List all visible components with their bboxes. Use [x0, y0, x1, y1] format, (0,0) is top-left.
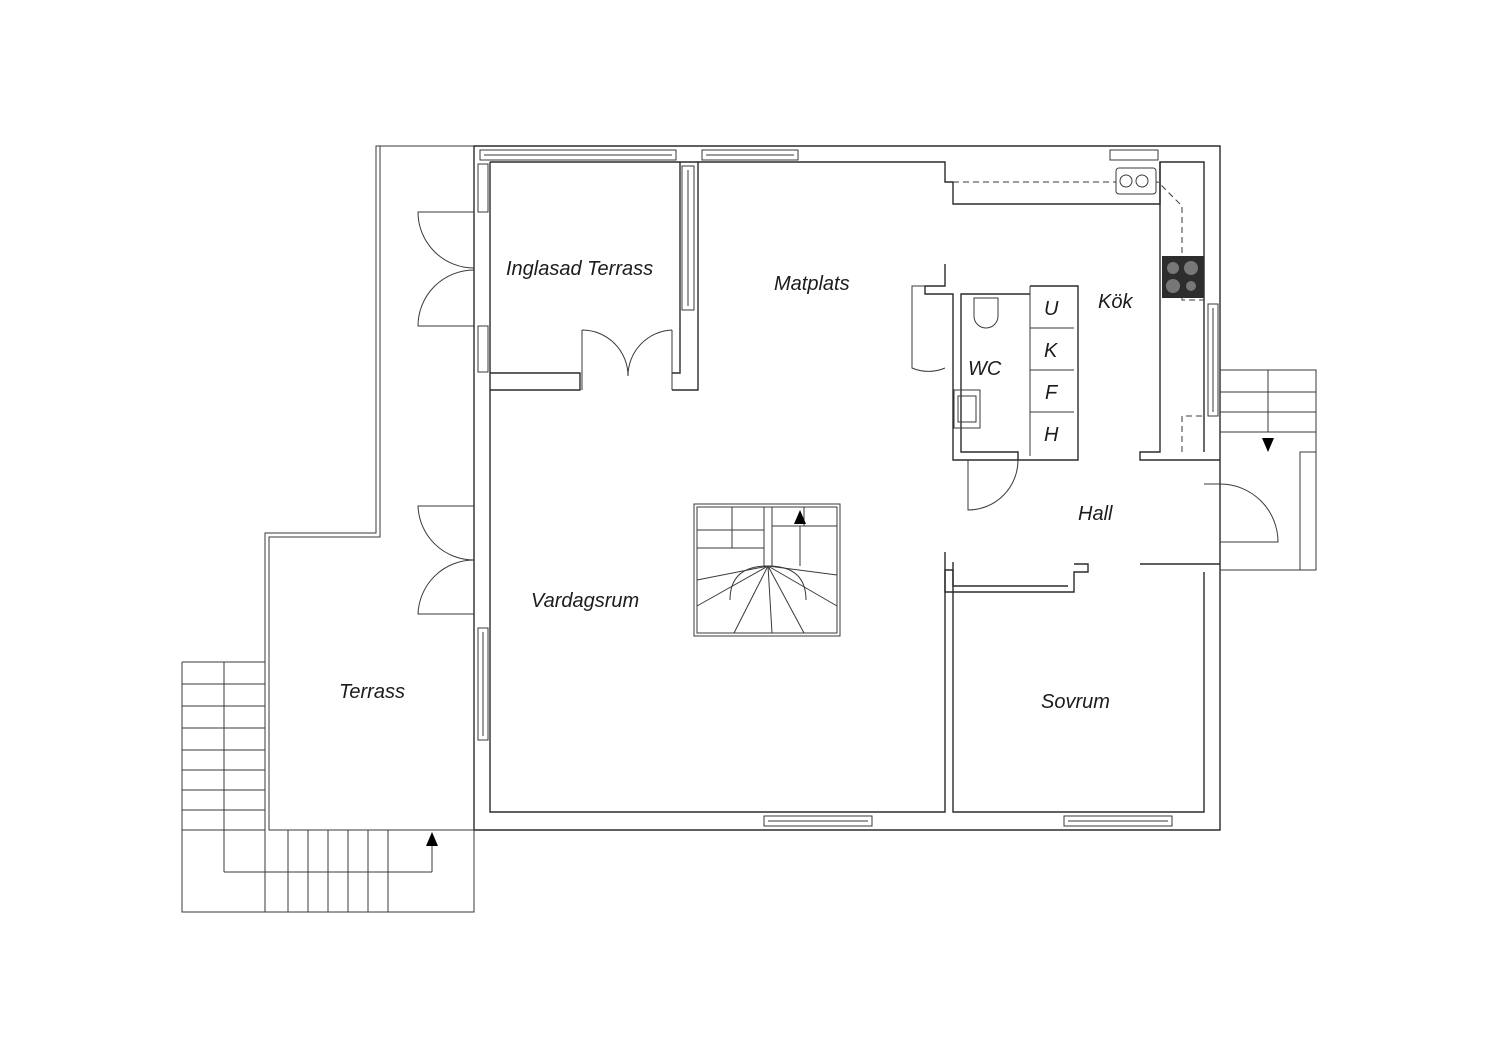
room-label-sovrum: Sovrum — [1041, 691, 1110, 713]
room-label-vardagsrum: Vardagsrum — [531, 590, 639, 612]
fixture-label-h: H — [1044, 424, 1059, 446]
room-label-matplats: Matplats — [774, 273, 850, 295]
room-label-terrass: Terrass — [339, 681, 405, 703]
fixture-label-u: U — [1044, 298, 1059, 320]
hall-walls — [944, 483, 1279, 593]
entry-stairs — [1220, 369, 1317, 571]
internal-staircase — [693, 503, 841, 637]
terrace-doors — [417, 211, 673, 615]
room-label-inglasad-terrass: Inglasad Terrass — [506, 258, 653, 280]
wc-block — [911, 264, 1079, 511]
kitchen-counter — [953, 162, 1220, 461]
outer-walls — [473, 145, 1221, 831]
fixture-label-k: K — [1044, 340, 1059, 362]
room-label-hall: Hall — [1078, 503, 1113, 525]
terrace-stairs — [181, 661, 474, 913]
room-label-kok: Kök — [1098, 291, 1133, 313]
terrace-outline — [264, 145, 475, 913]
windows — [477, 149, 1219, 827]
glazed-terrace-walls — [490, 162, 699, 391]
room-label-wc: WC — [968, 358, 1002, 380]
fixture-label-f: F — [1045, 382, 1059, 404]
